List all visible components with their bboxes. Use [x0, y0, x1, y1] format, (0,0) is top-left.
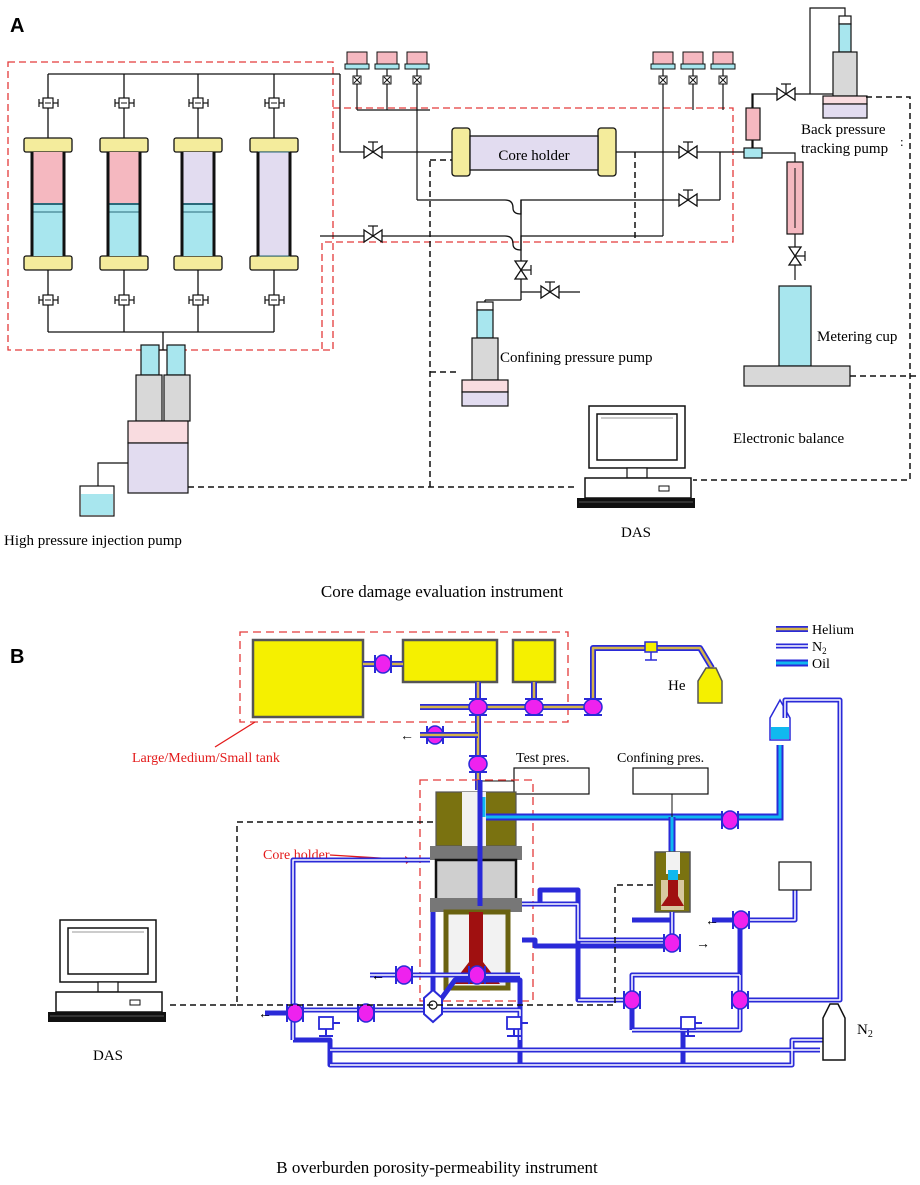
metering-cup	[778, 285, 812, 367]
injection-section-boundary	[7, 61, 334, 351]
back-pressure-label-2: tracking pump	[801, 141, 888, 157]
piston-cylinder-1	[23, 137, 73, 271]
auxiliary-chamber	[778, 861, 812, 891]
panel-a-letter: A	[10, 15, 24, 37]
svg-text:←: ←	[400, 729, 414, 744]
panel-a-caption: Core damage evaluation instrument	[321, 582, 563, 601]
injection-manifold	[47, 73, 430, 372]
das-a-label: DAS	[621, 525, 651, 541]
vent-arrows: → ← ← ←	[258, 914, 719, 1022]
electronic-balance	[743, 365, 851, 387]
test-pres-display	[513, 767, 590, 795]
back-pressure-valve	[776, 83, 796, 101]
metering-cup-label: Metering cup	[817, 329, 897, 345]
inlet-pressure-gauges	[344, 51, 430, 200]
medium-tank	[401, 638, 499, 684]
helium-regulator	[644, 641, 658, 661]
das-b-label: DAS	[93, 1048, 123, 1064]
legend-helium: Helium	[812, 623, 854, 638]
svg-text:→: →	[696, 937, 710, 952]
legend-oil: Oil	[812, 657, 830, 672]
das-computer-b	[47, 919, 167, 1023]
oil-valve	[721, 810, 739, 830]
svg-text:←: ←	[371, 969, 385, 984]
vent-line-top: ←	[400, 729, 478, 744]
large-tank	[251, 638, 365, 719]
piston-cylinder-3	[173, 137, 223, 271]
oil-lines	[482, 745, 784, 852]
svg-text:←: ←	[258, 1007, 272, 1022]
legend-n2: N2	[812, 640, 827, 656]
nitrogen-bottle	[822, 1003, 846, 1061]
back-pressure-label-1: Back pressure	[801, 122, 886, 138]
confining-pump-label: Confining pressure pump	[500, 350, 652, 366]
nitrogen-regulators	[318, 1016, 703, 1037]
injection-needle-valves	[38, 97, 285, 306]
piston-cylinder-2	[99, 137, 149, 271]
fluid-reservoir	[79, 462, 128, 517]
he-label: He	[668, 678, 686, 694]
tank-label: Large/Medium/Small tank	[132, 751, 280, 766]
tank-arrow	[214, 721, 256, 748]
core-section-boundary	[321, 107, 734, 350]
outlet-valve	[788, 246, 806, 266]
legend: Helium N2 Oil	[776, 623, 854, 672]
das-computer-a	[576, 405, 696, 509]
outlet-pressure-gauges	[650, 51, 736, 236]
high-pressure-injection-pump	[127, 344, 191, 494]
confining-pressure-pump	[461, 301, 509, 407]
confining-cylinder	[654, 851, 691, 913]
outlet-burette	[786, 161, 804, 280]
test-pres-label: Test pres.	[516, 751, 569, 766]
back-pressure-tracking-pump	[751, 7, 868, 148]
das-signal-lines-a	[188, 96, 918, 488]
electronic-balance-label: Electronic balance	[733, 431, 845, 447]
svg-text:←: ←	[705, 914, 719, 929]
core-holder-b	[430, 791, 522, 991]
injection-pump-label: High pressure injection pump	[4, 533, 182, 549]
confining-pres-display	[632, 767, 709, 795]
small-tank	[511, 638, 557, 684]
core-holder-a	[451, 127, 617, 177]
n2-bottle-label: N2	[857, 1022, 873, 1040]
core-holder-a-label: Core holder	[498, 148, 569, 164]
back-pressure-regulator	[743, 94, 796, 162]
panel-b-letter: B	[10, 646, 24, 668]
check-valve	[423, 988, 443, 1024]
panel-b-caption: B overburden porosity-permeability instr…	[276, 1158, 598, 1177]
helium-bottle	[697, 667, 723, 704]
das-signal-lines-b	[170, 821, 655, 1006]
tank-section-boundary	[239, 631, 569, 723]
core-holder-b-boundary	[419, 779, 534, 1002]
confining-pres-label: Confining pres.	[617, 751, 704, 766]
dash-mark: :	[900, 134, 904, 149]
piston-cylinder-4	[249, 137, 299, 271]
